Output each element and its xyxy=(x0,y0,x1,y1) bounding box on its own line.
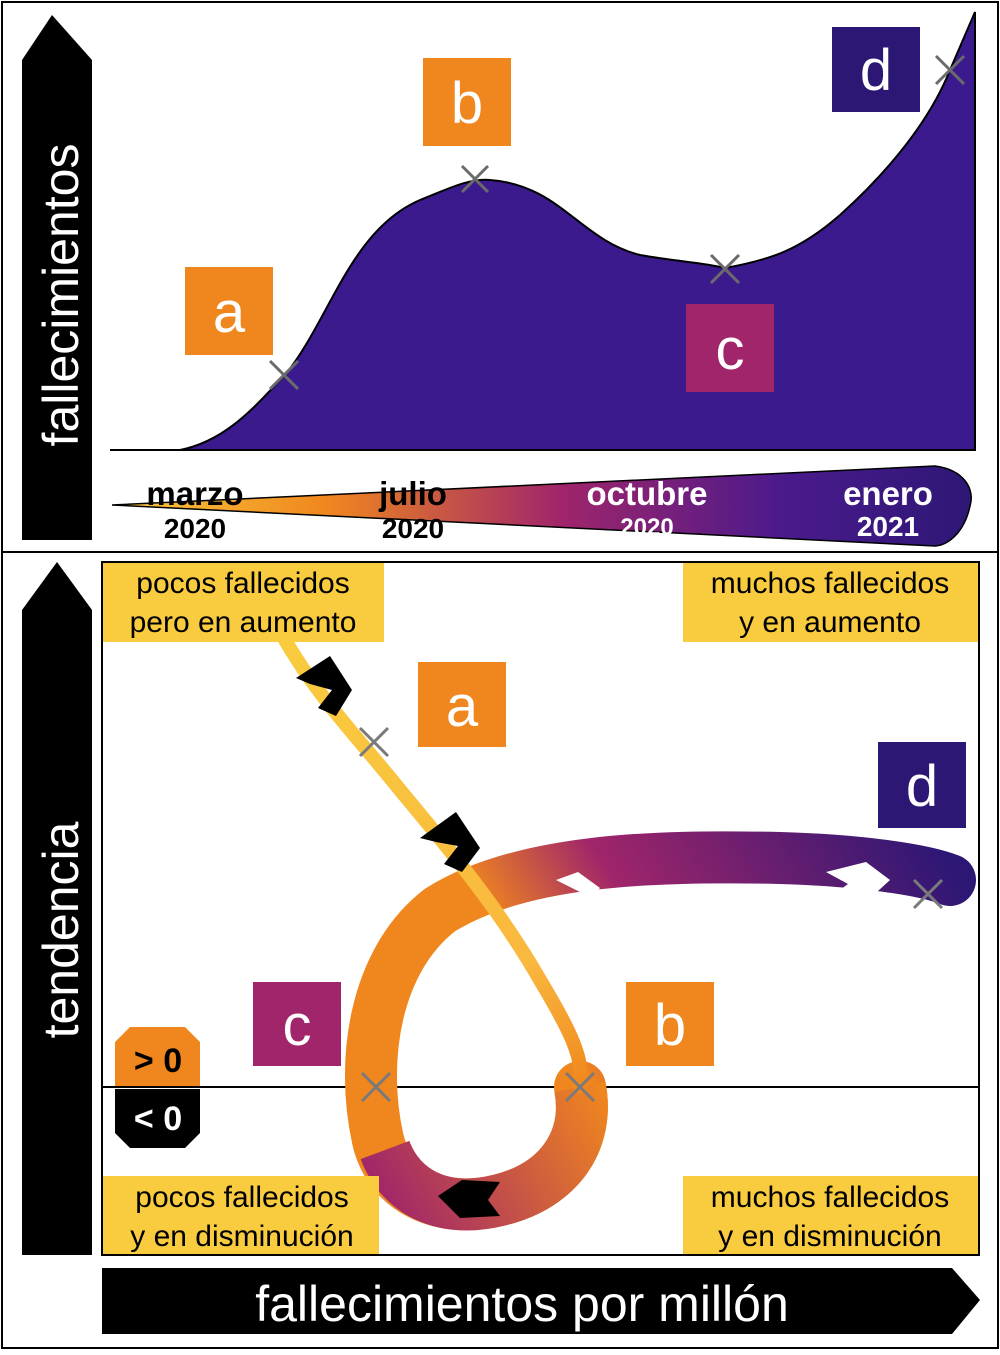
svg-text:y en disminución: y en disminución xyxy=(718,1220,941,1253)
timeline-year-1: 2020 xyxy=(382,513,444,544)
bottom-x-marker-c xyxy=(360,1071,392,1103)
top-y-axis-arrow: fallecimientos xyxy=(22,15,92,540)
top-x-marker-d xyxy=(934,54,966,86)
bottom-x-axis-arrow: fallecimientos por millón xyxy=(102,1268,980,1334)
timeline-month-0: marzo xyxy=(146,475,243,512)
top-label-d: d xyxy=(832,27,920,112)
svg-text:a: a xyxy=(446,674,479,739)
top-label-b: b xyxy=(423,58,511,146)
timeline-year-3: 2021 xyxy=(857,511,919,542)
svg-text:pocos fallecidos: pocos fallecidos xyxy=(136,567,349,600)
svg-text:< 0: < 0 xyxy=(134,1100,182,1138)
bottom-x-marker-b xyxy=(564,1071,596,1103)
sign-positive: > 0 xyxy=(115,1027,200,1086)
top-x-marker-a xyxy=(268,359,300,391)
svg-text:b: b xyxy=(451,71,483,136)
bottom-x-axis-label: fallecimientos por millón xyxy=(255,1276,789,1332)
svg-text:c: c xyxy=(716,317,745,382)
bottom-label-b: b xyxy=(626,982,714,1066)
svg-text:y en disminución: y en disminución xyxy=(130,1220,353,1253)
svg-text:> 0: > 0 xyxy=(134,1042,182,1080)
svg-text:d: d xyxy=(906,754,938,819)
quadrant-top-left: pocos fallecidos pero en aumento xyxy=(103,563,384,642)
timeline-year-0: 2020 xyxy=(164,513,226,544)
top-label-c: c xyxy=(686,304,774,392)
svg-text:pero en aumento: pero en aumento xyxy=(130,606,357,639)
timeline-year-2: 2020 xyxy=(620,514,673,541)
quadrant-bottom-left: pocos fallecidos y en disminución xyxy=(103,1176,379,1254)
chevron-3 xyxy=(556,872,600,912)
direction-chevrons xyxy=(296,656,890,1218)
svg-text:a: a xyxy=(213,280,246,345)
timeline-wedge xyxy=(111,465,972,547)
quadrant-bottom-right: muchos fallecidos y en disminución xyxy=(683,1176,978,1254)
chevron-5 xyxy=(438,1180,500,1218)
bottom-x-markers xyxy=(358,726,944,1103)
top-x-markers xyxy=(268,54,966,391)
bottom-x-marker-d xyxy=(912,878,944,910)
svg-text:b: b xyxy=(654,993,686,1058)
chevron-1 xyxy=(296,656,352,716)
top-x-marker-c xyxy=(709,253,741,285)
quadrant-frame xyxy=(101,561,980,1256)
timeline-month-3: enero xyxy=(843,475,933,512)
timeline-month-2: octubre xyxy=(586,475,707,512)
quadrant-top-right: muchos fallecidos y en aumento xyxy=(683,563,978,642)
svg-text:d: d xyxy=(860,38,892,103)
bottom-label-c: c xyxy=(253,982,341,1066)
top-y-axis-label: fallecimientos xyxy=(33,144,89,447)
chevron-2 xyxy=(420,812,480,872)
timeline-labels: marzo 2020 julio 2020 octubre 2020 enero… xyxy=(146,475,933,544)
svg-text:pocos fallecidos: pocos fallecidos xyxy=(135,1181,348,1214)
bottom-label-a: a xyxy=(418,662,506,747)
chevron-4 xyxy=(826,862,890,902)
svg-text:y en aumento: y en aumento xyxy=(739,606,921,639)
bottom-label-d: d xyxy=(878,742,966,828)
svg-text:c: c xyxy=(283,993,312,1058)
bottom-y-axis-arrow: tendencia xyxy=(22,562,92,1255)
trajectory-loop-lower xyxy=(360,1082,608,1231)
svg-text:muchos fallecidos: muchos fallecidos xyxy=(711,567,949,600)
svg-text:muchos fallecidos: muchos fallecidos xyxy=(711,1181,949,1214)
top-label-a: a xyxy=(185,267,273,355)
sign-negative: < 0 xyxy=(115,1089,200,1148)
top-x-marker-b xyxy=(460,164,490,194)
bottom-x-marker-a xyxy=(358,726,390,758)
timeline-month-1: julio xyxy=(378,475,447,512)
bottom-y-axis-label: tendencia xyxy=(33,821,89,1038)
